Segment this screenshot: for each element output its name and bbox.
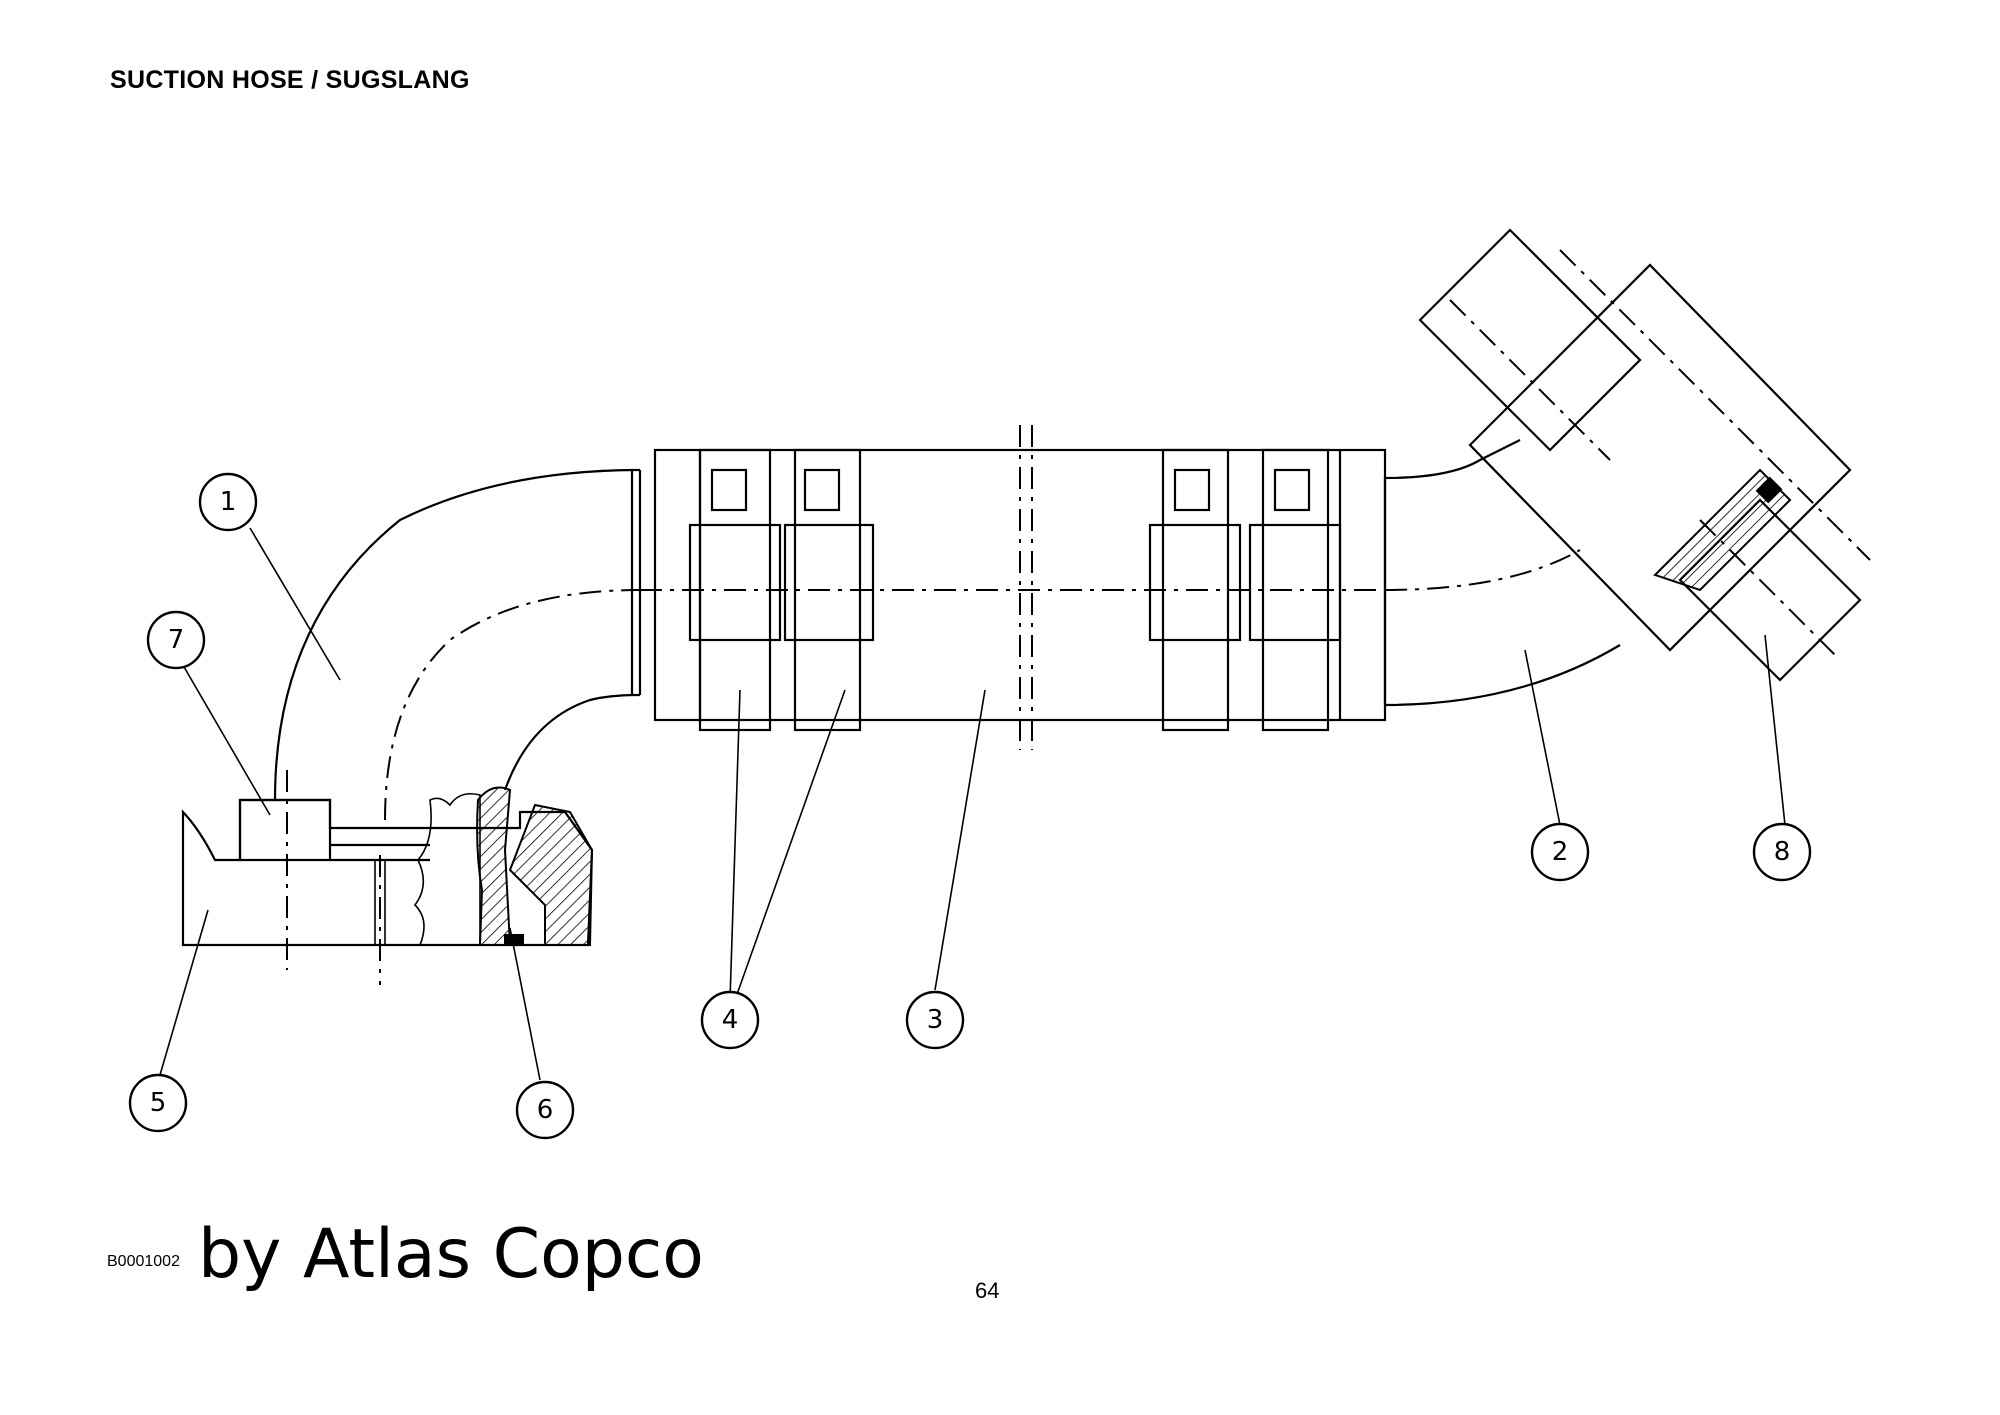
- hose-body: [640, 425, 1387, 750]
- svg-text:8: 8: [1774, 837, 1791, 867]
- callout-6: 6: [515, 1080, 575, 1140]
- left-flange-base: [181, 786, 594, 947]
- svg-text:7: 7: [168, 625, 185, 655]
- callout-4: 4: [700, 990, 760, 1050]
- brand-text: by Atlas Copco: [198, 1215, 704, 1294]
- page-title: SUCTION HOSE / SUGSLANG: [110, 66, 470, 94]
- svg-text:4: 4: [722, 1005, 739, 1035]
- hose-clamps: [688, 448, 1342, 732]
- callout-7: 7: [146, 610, 206, 670]
- drawing-code: B0001002: [107, 1253, 180, 1270]
- svg-text:6: 6: [537, 1095, 554, 1125]
- svg-text:2: 2: [1552, 837, 1569, 867]
- page-number: 64: [975, 1278, 1000, 1303]
- svg-text:5: 5: [150, 1088, 167, 1118]
- callout-5: 5: [128, 1073, 188, 1133]
- callout-3: 3: [905, 990, 965, 1050]
- callout-2: 2: [1530, 822, 1590, 882]
- left-elbow: [273, 468, 642, 821]
- svg-text:1: 1: [220, 487, 237, 517]
- right-flange: [1418, 228, 1871, 682]
- callout-1: 1: [198, 472, 258, 532]
- svg-text:3: 3: [927, 1005, 944, 1035]
- right-elbow: [1383, 439, 1621, 707]
- callout-8: 8: [1752, 822, 1812, 882]
- leader-lines: [159, 527, 1786, 1081]
